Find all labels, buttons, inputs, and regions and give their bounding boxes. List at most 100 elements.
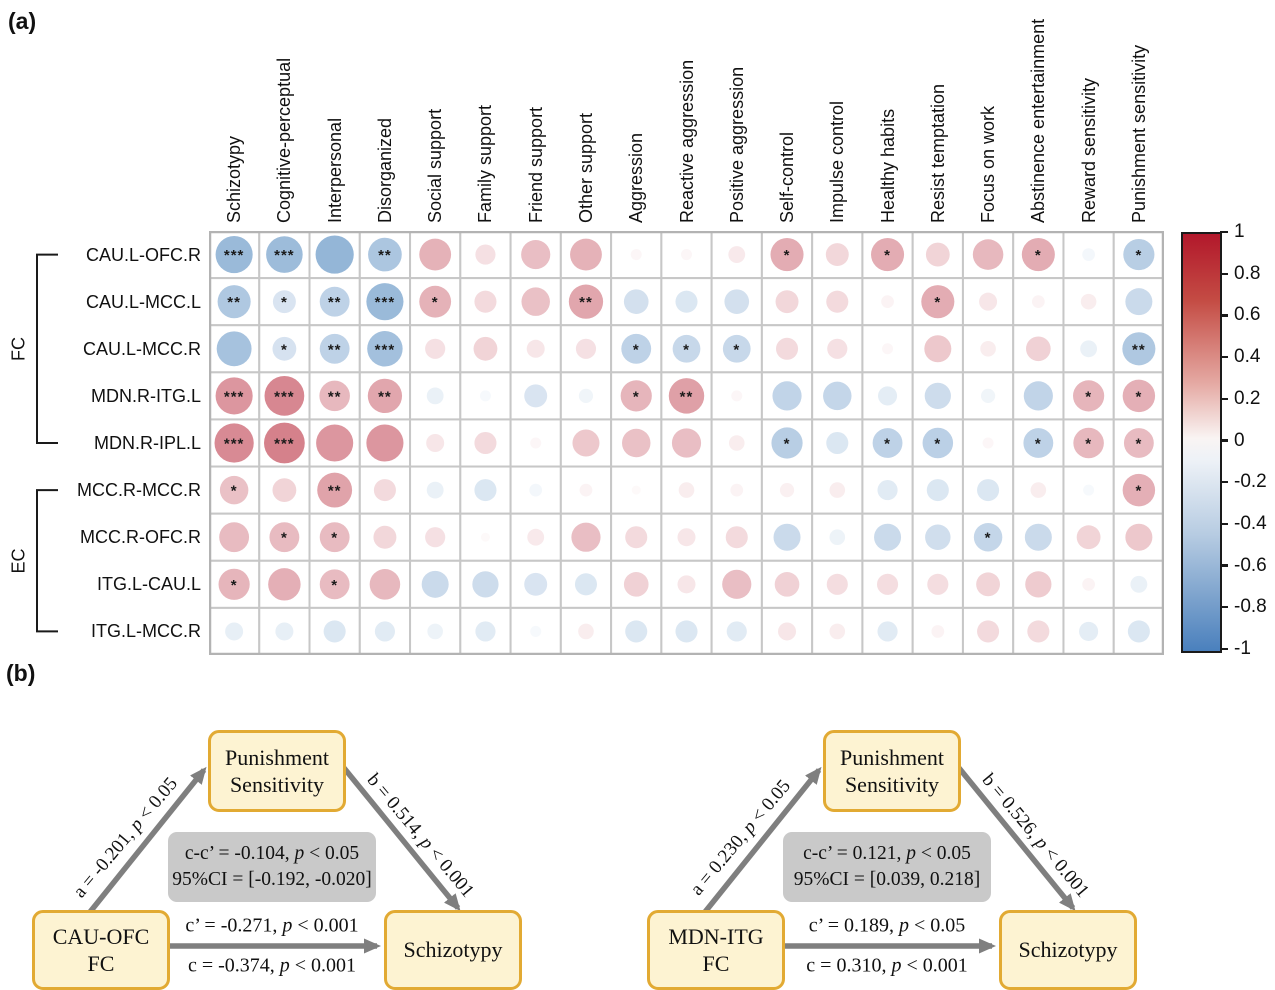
significance-stars: **: [1132, 341, 1146, 358]
mediator-line2: Sensitivity: [229, 772, 325, 797]
correlation-bubble: [926, 479, 949, 502]
correlation-bubble: [724, 289, 750, 314]
row-label: CAU.L-MCC.L: [85, 291, 201, 312]
panel-b-label: (b): [6, 660, 36, 686]
mediator-line1: Punishment: [840, 744, 944, 770]
significance-stars: *: [231, 577, 238, 594]
correlation-bubble: [668, 378, 705, 414]
correlation-bubble: [524, 572, 548, 596]
correlation-bubble: [878, 386, 898, 406]
correlation-bubble: [1083, 484, 1095, 496]
column-label: Social support: [425, 108, 446, 223]
correlation-bubble: [475, 621, 496, 642]
significance-stars: *: [934, 436, 941, 453]
outcome-box: Schizotypy: [999, 910, 1137, 990]
correlation-bubble: [779, 482, 795, 498]
outcome-line1: Schizotypy: [403, 937, 503, 963]
correlation-bubble: [977, 620, 1000, 643]
correlation-bubble: [921, 285, 955, 319]
correlation-bubble: [1073, 427, 1104, 459]
correlation-bubble: [976, 572, 1000, 597]
column-label: Other support: [576, 112, 596, 223]
correlation-bubble: [475, 244, 496, 265]
correlation-bubble: [479, 390, 491, 402]
correlation-bubble: [215, 236, 253, 274]
column-label: Family support: [475, 104, 496, 223]
colorbar-tick-label: 0.6: [1234, 304, 1261, 326]
group-label: FC: [8, 336, 29, 361]
column-label: Friend support: [525, 106, 546, 223]
correlation-bubble: [579, 483, 593, 497]
correlation-bubble: [219, 522, 250, 553]
predictor-line1: MDN-ITG: [668, 923, 764, 949]
colorbar-tick: [1220, 564, 1228, 567]
significance-stars: *: [1085, 436, 1092, 453]
colorbar-tick: [1220, 272, 1228, 275]
colorbar-tick-label: 0.4: [1234, 346, 1261, 368]
row-label: MDN.R-ITG.L: [91, 385, 201, 406]
significance-stars: *: [281, 341, 288, 358]
row-label: MCC.R-OFC.R: [80, 527, 201, 548]
significance-stars: *: [1085, 388, 1092, 405]
significance-stars: *: [1035, 247, 1042, 264]
significance-stars: *: [1135, 436, 1142, 453]
mediation-arrows: [87, 766, 461, 954]
significance-stars: ***: [274, 436, 295, 453]
significance-stars: ***: [224, 388, 245, 405]
correlation-bubble: [215, 377, 253, 415]
path-a-arrow: [87, 766, 207, 914]
correlation-bubble: [924, 335, 952, 363]
correlation-bubble: [829, 529, 846, 546]
column-label: Positive aggression: [726, 66, 747, 223]
column-label: Reactive aggression: [676, 59, 697, 223]
predictor-line2: FC: [87, 951, 115, 976]
correlation-bubble: [678, 482, 695, 498]
outcome-line1: Schizotypy: [1018, 937, 1118, 963]
correlation-bubble: [825, 243, 849, 267]
correlation-bubble: [473, 336, 498, 361]
correlation-bubble: [882, 343, 894, 355]
column-label: Cognitive-perceptual: [274, 57, 295, 223]
correlation-bubble: [217, 285, 251, 319]
correlation-bubble: [980, 340, 996, 357]
predictor-box: CAU-OFC FC: [32, 910, 170, 990]
correlation-bubble: [1125, 523, 1153, 551]
correlation-bubble: [1031, 295, 1045, 309]
correlation-bubble: [731, 390, 743, 402]
correlation-bubble: [368, 237, 402, 272]
row-label: CAU.L-MCC.R: [82, 338, 201, 359]
correlation-bubble: [728, 246, 746, 263]
correlation-bubble: [671, 428, 702, 458]
correlation-bubble: [316, 424, 354, 462]
confidence-interval: 95%CI = [0.039, 0.218]: [793, 869, 981, 890]
correlation-bubble: [374, 621, 395, 642]
correlation-bubble: [823, 381, 852, 411]
correlation-bubble: [572, 429, 600, 457]
correlation-bubble: [268, 568, 301, 601]
correlation-bubble: [771, 427, 803, 459]
correlation-bubble: [319, 286, 350, 317]
indirect-effect-line: c-c’ = -0.104, p < 0.05: [184, 842, 360, 864]
correlation-bubble: [1023, 428, 1054, 458]
correlation-bubble: [319, 569, 350, 600]
correlation-bubble: [315, 235, 354, 274]
matrix-cell: [961, 512, 1015, 562]
correlation-bubble: [319, 522, 350, 553]
correlation-bubble: [776, 337, 799, 360]
colorbar-tick-label: 1: [1234, 221, 1245, 242]
significance-stars: **: [680, 388, 694, 405]
row-label: ITG.L-CAU.L: [96, 574, 201, 595]
correlation-bubble: [419, 238, 452, 271]
significance-stars: *: [231, 483, 238, 500]
correlation-bubble: [872, 428, 903, 458]
correlation-bubble: [829, 482, 846, 498]
correlation-bubble: [1023, 381, 1053, 411]
correlation-bubble: [1082, 248, 1095, 261]
correlation-bubble: [264, 376, 305, 416]
correlation-bubble: [1125, 288, 1153, 316]
direct-effect-label: c’ = 0.189, p < 0.05: [808, 914, 966, 937]
correlation-bubble: [1079, 621, 1099, 641]
significance-stars: *: [1135, 483, 1142, 500]
significance-stars: **: [378, 247, 392, 264]
